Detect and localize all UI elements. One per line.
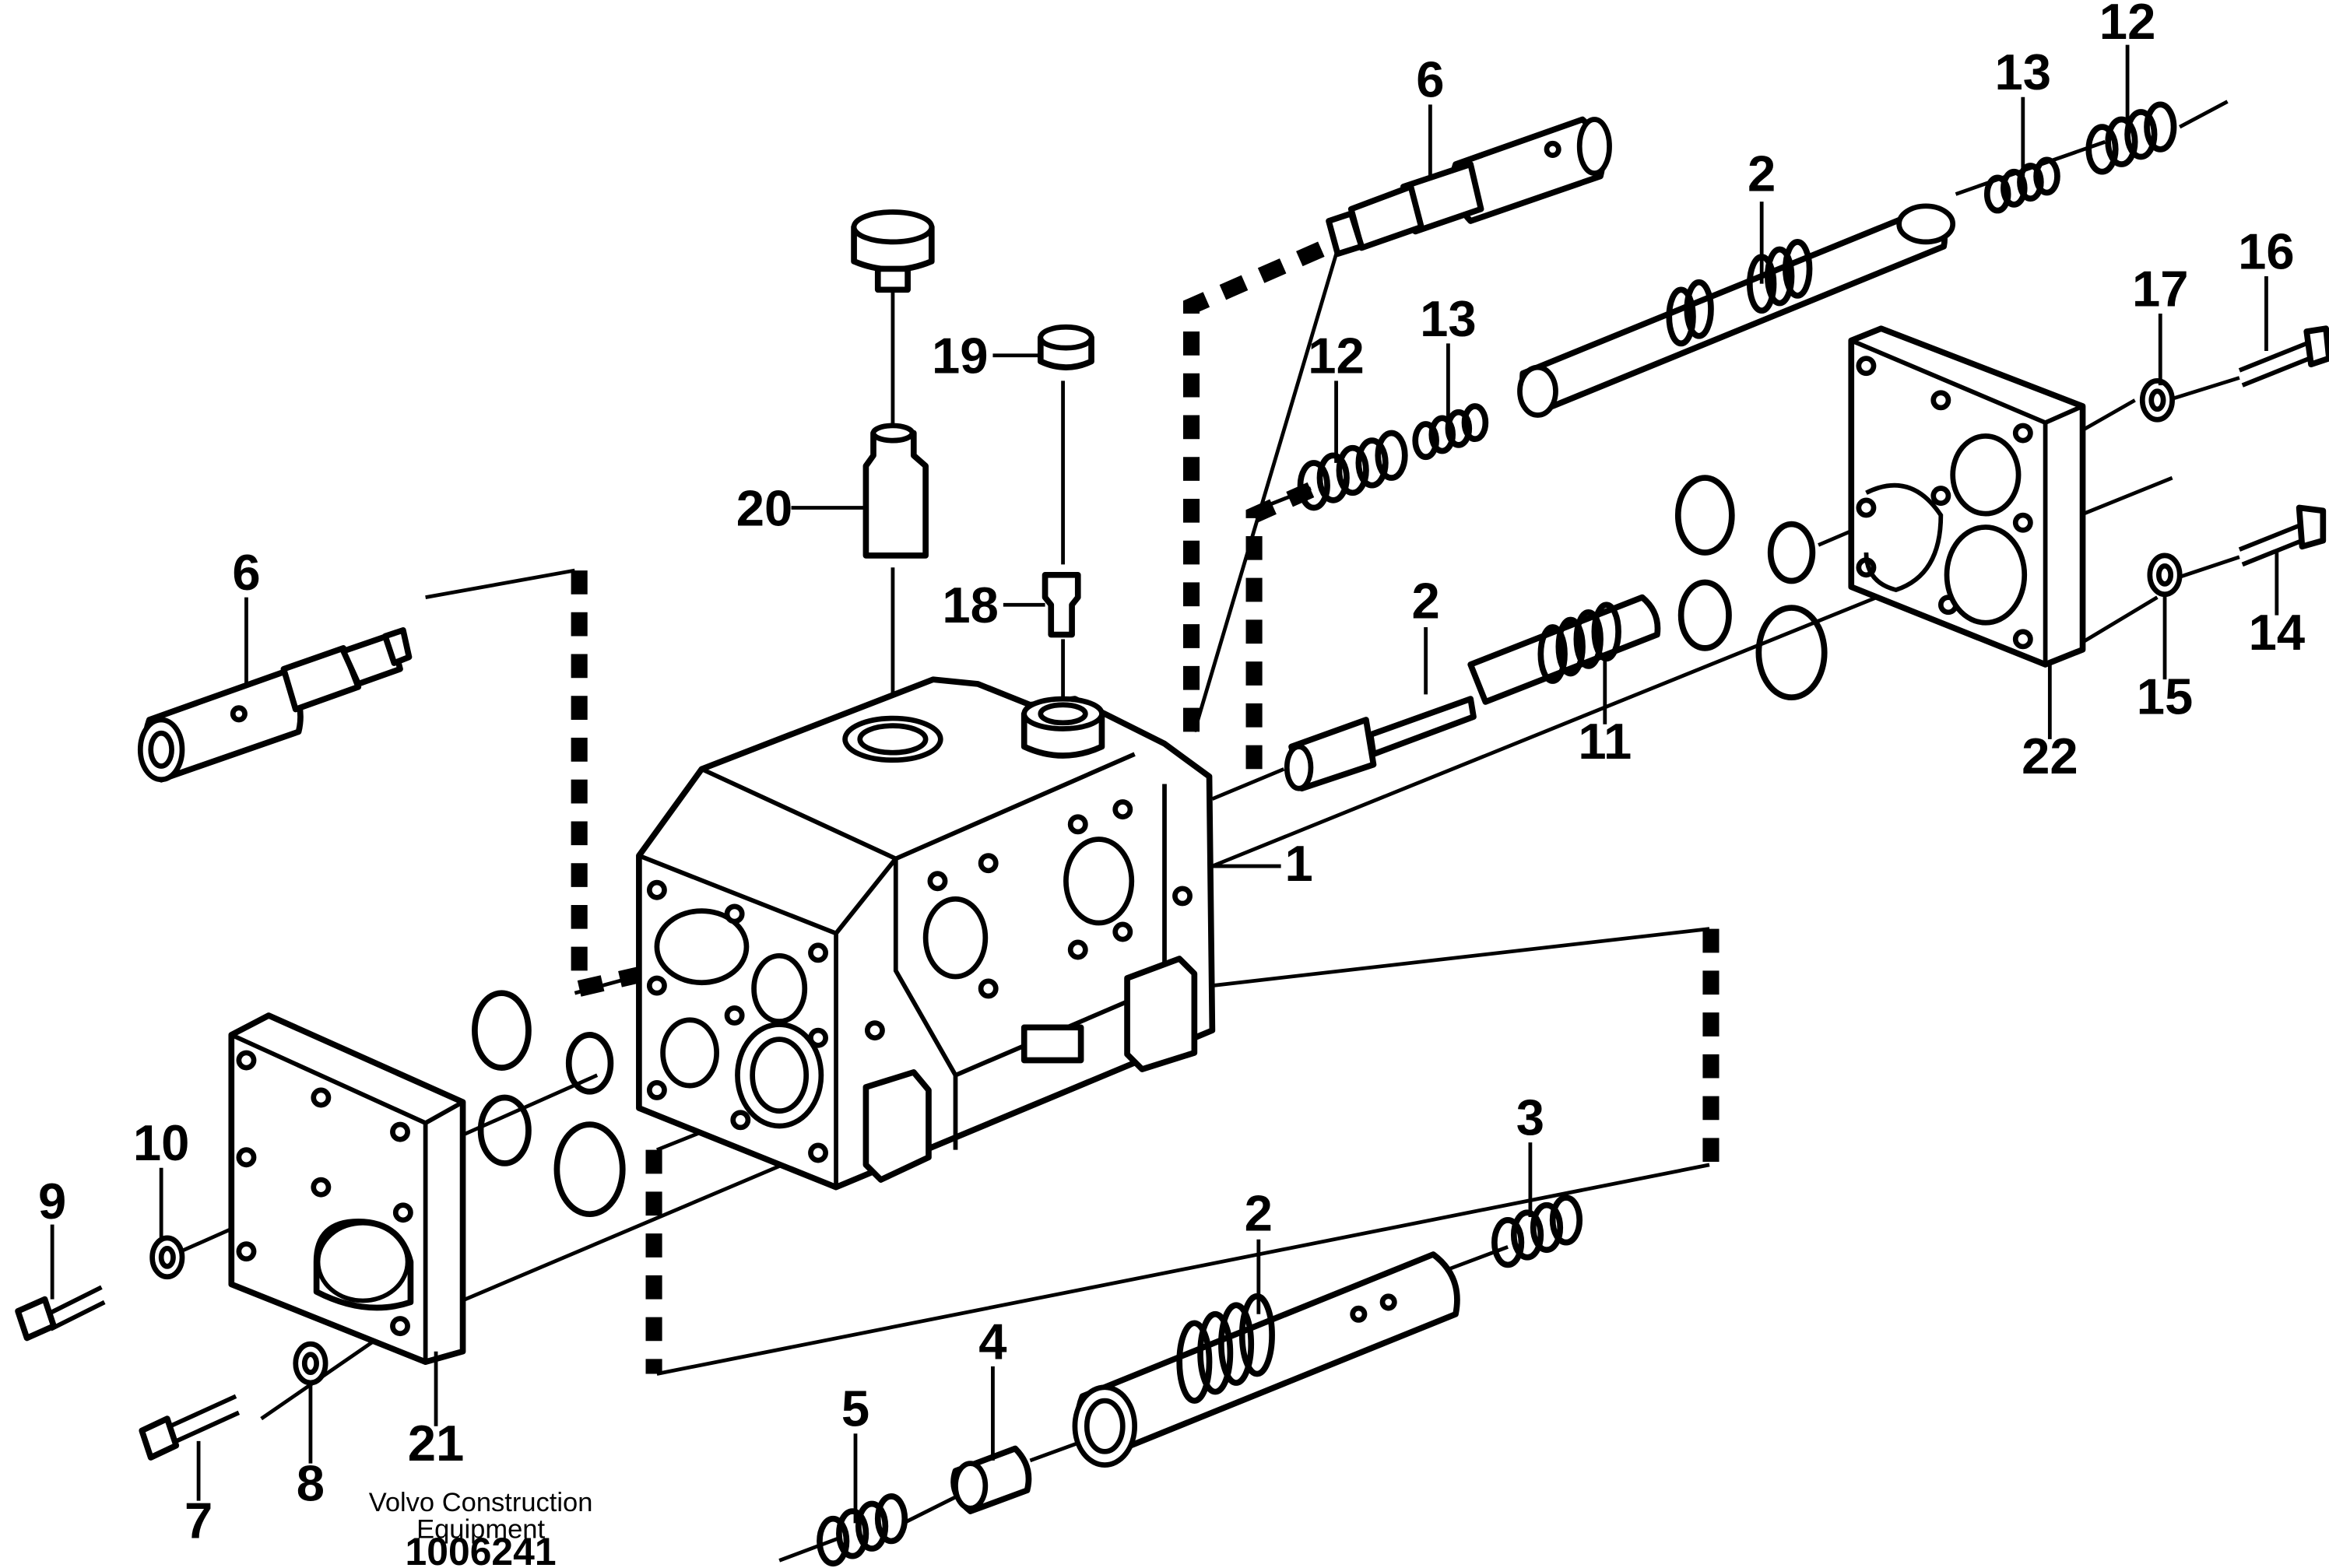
middle-spool-assembly	[1284, 594, 1661, 792]
manufacturer-line-2: Equipment	[416, 1515, 545, 1545]
drawing-footer: Volvo Construction Equipment 1006241	[369, 1488, 593, 1568]
callout-17: 17	[2132, 260, 2189, 317]
callout-2: 2	[1412, 572, 1440, 629]
manufacturer-line-1: Volvo Construction	[369, 1488, 593, 1517]
callout-22: 22	[2022, 728, 2078, 784]
callout-15: 15	[2137, 668, 2194, 724]
callout-7: 7	[184, 1493, 213, 1549]
callout-12: 12	[2099, 0, 2156, 50]
callout-5: 5	[841, 1380, 869, 1437]
drawing-number: 1006241	[406, 1530, 557, 1568]
callout-13: 13	[1420, 290, 1477, 347]
o-rings-right	[1674, 475, 1828, 701]
left-cover-plate	[228, 1012, 466, 1366]
callout-12: 12	[1308, 328, 1365, 384]
callout-20: 20	[736, 479, 793, 536]
callout-18: 18	[942, 577, 999, 633]
callout-21: 21	[408, 1415, 465, 1472]
callout-8: 8	[297, 1455, 325, 1512]
callout-4: 4	[978, 1313, 1006, 1370]
top-spool-assembly	[1517, 203, 1956, 418]
callout-leaders	[50, 44, 2279, 1524]
fasteners	[15, 325, 2329, 1461]
callout-2: 2	[1748, 146, 1776, 202]
callout-9: 9	[38, 1173, 66, 1229]
callout-13: 13	[1995, 44, 2052, 100]
springs-top	[1297, 101, 2177, 511]
callout-19: 19	[932, 328, 989, 384]
o-rings-left	[472, 990, 626, 1218]
solenoid-top	[1326, 116, 1612, 258]
callout-2: 2	[1245, 1184, 1273, 1241]
callout-14: 14	[2249, 604, 2306, 661]
callout-10: 10	[133, 1114, 190, 1171]
callout-6: 6	[1416, 51, 1444, 108]
callout-1: 1	[1284, 835, 1312, 892]
dashed-routing-lines	[571, 234, 1720, 1374]
plug-parts	[851, 209, 1094, 638]
callout-labels: 1 2 2 2 3 4 5 6 6 7 8 9 10 11 12 12 13 1…	[38, 0, 2305, 1549]
callout-3: 3	[1516, 1089, 1544, 1145]
callout-6: 6	[232, 544, 260, 601]
callout-11: 11	[1578, 713, 1632, 770]
valve-body	[636, 676, 1216, 1191]
callout-16: 16	[2238, 223, 2295, 279]
bottom-spool-assembly	[817, 1194, 1583, 1567]
right-cover-plate	[1848, 325, 2086, 668]
solenoid-left	[137, 627, 413, 783]
